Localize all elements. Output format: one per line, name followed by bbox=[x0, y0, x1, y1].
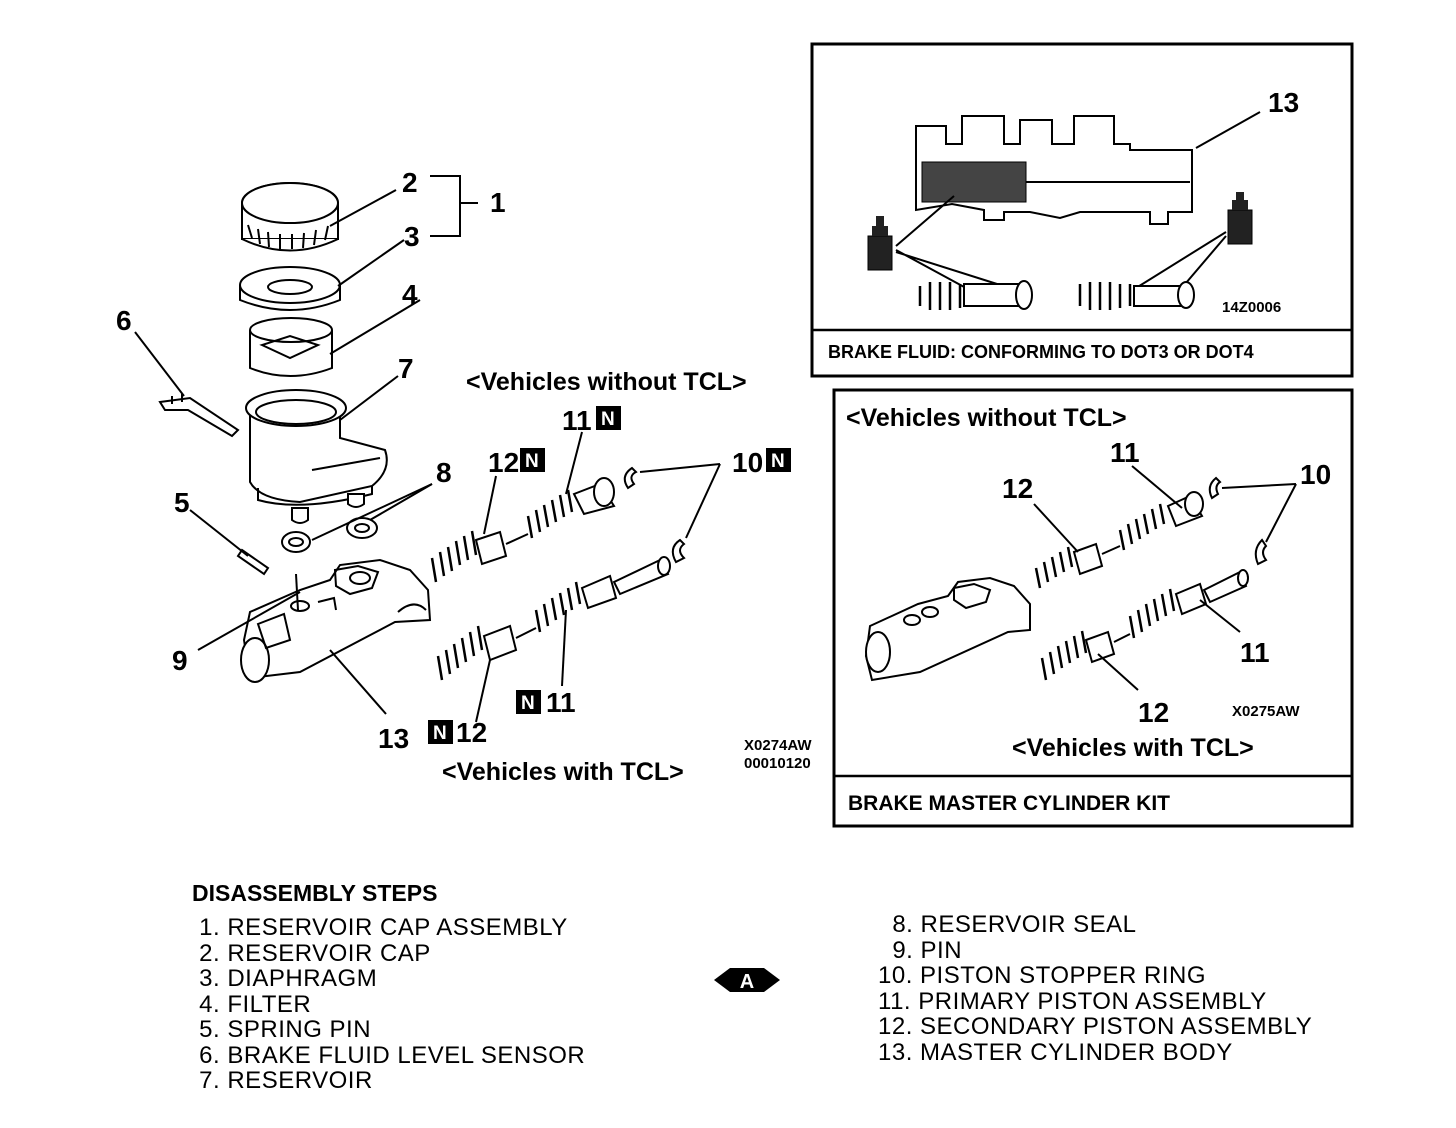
step-8: 8. RESERVOIR SEAL bbox=[878, 911, 1137, 938]
callout-7: 7 bbox=[398, 353, 414, 384]
callout-5: 5 bbox=[174, 487, 190, 518]
step-4: 4. FILTER bbox=[192, 990, 312, 1018]
kit-box-caption: BRAKE MASTER CYLINDER KIT bbox=[848, 792, 1170, 815]
service-note-a-icon: A bbox=[714, 968, 780, 993]
kit-ring-lower bbox=[1254, 538, 1268, 566]
kit-primary-piston-upper bbox=[1118, 491, 1204, 551]
kit-primary-piston-lower bbox=[1128, 569, 1249, 639]
step-5: 5. SPRING PIN bbox=[192, 1016, 372, 1043]
callout-4: 4 bbox=[402, 279, 418, 310]
step-10: 10. PISTON STOPPER RING bbox=[878, 962, 1207, 989]
callout-11-upper: 11 bbox=[562, 405, 592, 436]
callout-10: 10 bbox=[732, 447, 763, 478]
callout-11-lower: 11 bbox=[546, 687, 576, 718]
ref-code-main-1: X0274AW bbox=[744, 737, 812, 754]
badge-n-12-lower: N bbox=[433, 723, 447, 744]
label-without-tcl: <Vehicles without TCL> bbox=[466, 368, 747, 396]
step-7: 7. RESERVOIR bbox=[192, 1067, 373, 1094]
steps-list-left: 1. RESERVOIR CAP ASSEMBLY 2. RESERVOIR C… bbox=[192, 915, 585, 1094]
fluid-box-callout-13: 13 bbox=[1268, 87, 1299, 118]
kit-callout-11-upper: 11 bbox=[1110, 437, 1140, 468]
kit-leader-lines bbox=[1033, 465, 1297, 691]
fluid-piston-left bbox=[918, 280, 1033, 310]
stopper-ring-lower bbox=[671, 538, 686, 564]
callout-3: 3 bbox=[404, 221, 420, 252]
label-with-tcl: <Vehicles with TCL> bbox=[442, 758, 684, 786]
callout-1: 1 bbox=[490, 187, 506, 218]
secondary-piston-upper bbox=[430, 530, 529, 583]
badge-n-11-lower: N bbox=[521, 693, 535, 714]
callout-12-upper: 12 bbox=[488, 447, 519, 478]
master-cylinder-body bbox=[240, 558, 432, 683]
callout-6: 6 bbox=[116, 305, 132, 336]
fluid-level-sensor bbox=[158, 394, 240, 438]
leader-lines-middle bbox=[475, 431, 721, 723]
callout-numbers: 2 1 3 4 6 7 8 5 9 13 12 11 10 11 12 bbox=[116, 167, 763, 754]
kit-callout-11-lower: 11 bbox=[1240, 637, 1270, 668]
stopper-ring-upper bbox=[623, 466, 638, 490]
step-1: 1. RESERVOIR CAP ASSEMBLY bbox=[192, 914, 568, 941]
step-12: 12. SECONDARY PISTON ASSEMBLY bbox=[878, 1013, 1313, 1040]
callout-13: 13 bbox=[378, 723, 409, 754]
n-badges: N N N N N bbox=[428, 406, 791, 744]
brake-fluid-box: 13 14Z0006 BRAKE FLUID: CONFORMING TO DO… bbox=[810, 42, 1354, 378]
callout-2: 2 bbox=[402, 167, 418, 198]
primary-piston-lower bbox=[534, 556, 671, 633]
step-3: 3. DIAPHRAGM bbox=[192, 965, 378, 992]
step-13: 13. MASTER CYLINDER BODY bbox=[878, 1038, 1233, 1066]
callout-8: 8 bbox=[436, 457, 452, 488]
kit-heading-without-tcl: <Vehicles without TCL> bbox=[846, 404, 1127, 432]
fluid-bottle-right-icon bbox=[1227, 192, 1253, 245]
ref-code-kit-box: X0275AW bbox=[1232, 703, 1300, 720]
badge-n-11-upper: N bbox=[601, 409, 615, 430]
fluid-box-caption: BRAKE FLUID: CONFORMING TO DOT3 OR DOT4 bbox=[828, 342, 1254, 362]
badge-n-10: N bbox=[771, 451, 785, 472]
ref-code-fluid-box: 14Z0006 bbox=[1222, 299, 1281, 316]
kit-ring-upper bbox=[1208, 476, 1222, 500]
step-11: 11. PRIMARY PISTON ASSEMBLY bbox=[878, 987, 1267, 1015]
kit-secondary-piston-lower bbox=[1040, 630, 1131, 681]
kit-callout-10: 10 bbox=[1300, 459, 1331, 490]
step-6: 6. BRAKE FLUID LEVEL SENSOR bbox=[192, 1041, 586, 1069]
fluid-piston-right bbox=[1078, 281, 1195, 310]
badge-n-12-upper: N bbox=[525, 451, 539, 472]
kit-box: <Vehicles without TCL> 11 12 10 11 12 X0… bbox=[832, 388, 1354, 828]
note-letter: A bbox=[740, 971, 754, 993]
callout-12-lower: 12 bbox=[456, 717, 487, 748]
kit-callout-12-lower: 12 bbox=[1138, 697, 1169, 728]
reservoir bbox=[245, 389, 388, 524]
disassembly-steps-title: DISASSEMBLY STEPS bbox=[192, 880, 438, 906]
steps-list-right: 8. RESERVOIR SEAL 9. PIN 10. PISTON STOP… bbox=[878, 912, 1312, 1065]
ref-code-main-2: 00010120 bbox=[744, 755, 811, 772]
callout-9: 9 bbox=[172, 645, 188, 676]
step-9: 9. PIN bbox=[878, 936, 963, 964]
reservoir-seals bbox=[281, 517, 378, 553]
step-2: 2. RESERVOIR CAP bbox=[192, 939, 431, 967]
kit-secondary-piston-upper bbox=[1034, 542, 1121, 589]
leader-lines-left bbox=[134, 175, 478, 715]
fluid-bottle-left-icon bbox=[867, 216, 893, 271]
secondary-piston-lower bbox=[436, 624, 537, 681]
kit-heading-with-tcl: <Vehicles with TCL> bbox=[1012, 734, 1254, 762]
kit-callout-12-upper: 12 bbox=[1002, 473, 1033, 504]
diaphragm bbox=[239, 266, 341, 311]
filter bbox=[249, 317, 333, 377]
spring-pin bbox=[236, 548, 270, 576]
reservoir-cap bbox=[241, 182, 339, 252]
kit-cylinder-body bbox=[864, 576, 1031, 682]
primary-piston-upper bbox=[526, 477, 616, 539]
